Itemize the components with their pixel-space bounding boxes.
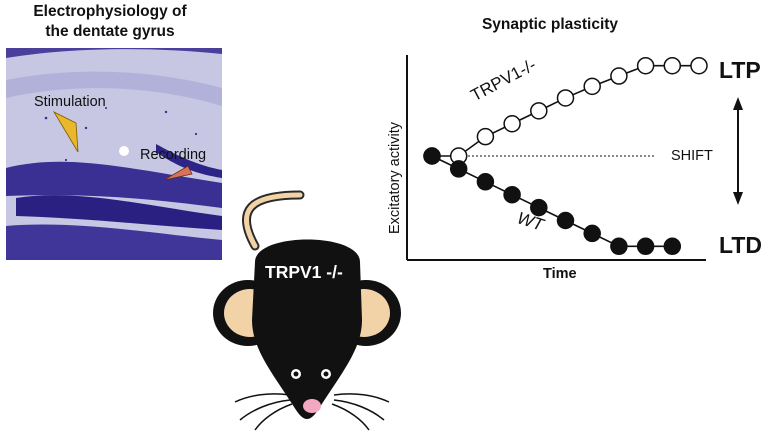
trpv1-point-10 xyxy=(690,56,708,75)
ltp-label: LTP xyxy=(719,57,761,83)
trpv1-point-8 xyxy=(636,56,655,75)
wt-point-0 xyxy=(423,147,441,165)
dentate-gyrus-micrograph xyxy=(6,48,222,260)
title-line-2: the dentate gyrus xyxy=(45,23,175,40)
trpv1-point-7 xyxy=(610,67,628,85)
series-line-wt xyxy=(431,155,673,248)
shift-arrow-head-down xyxy=(733,192,743,205)
x-axis-label: Time xyxy=(543,266,577,282)
wt-point-8 xyxy=(636,237,655,256)
panel-title-right: Synaptic plasticity xyxy=(481,16,619,33)
wt-point-2 xyxy=(476,173,495,191)
title-line-1: Electrophysiology of xyxy=(33,3,187,20)
recording-label: Recording xyxy=(140,147,207,163)
mouse-whiskers xyxy=(234,393,390,431)
wt-point-9 xyxy=(663,237,682,256)
trpv1-point-9 xyxy=(663,56,682,75)
stimulation-marker xyxy=(52,111,79,153)
trpv1-point-4 xyxy=(530,102,548,120)
ltd-label: LTD xyxy=(719,232,763,258)
wt-point-6 xyxy=(583,224,601,243)
shift-arrow-head-up xyxy=(733,97,743,110)
trpv1-point-5 xyxy=(556,89,575,107)
mouse-tail-inner xyxy=(243,192,303,249)
wt-point-7 xyxy=(610,237,628,256)
trpv1-point-3 xyxy=(503,115,521,133)
trpv1-point-2 xyxy=(476,127,495,146)
shift-label: SHIFT xyxy=(671,148,713,164)
wt-point-1 xyxy=(449,160,468,178)
trpv1-point-6 xyxy=(583,77,601,96)
wt-point-4 xyxy=(530,198,548,217)
mouse-genotype-label: TRPV1 -/- xyxy=(265,262,343,282)
mouse-nose xyxy=(303,399,321,413)
wt-point-3 xyxy=(503,185,521,204)
mouse-body xyxy=(252,239,362,419)
panel-title-left: Electrophysiology of the dentate gyrus xyxy=(0,2,220,42)
stimulation-label: Stimulation xyxy=(34,94,106,110)
recording-marker xyxy=(163,165,193,181)
wt-point-5 xyxy=(556,211,575,230)
